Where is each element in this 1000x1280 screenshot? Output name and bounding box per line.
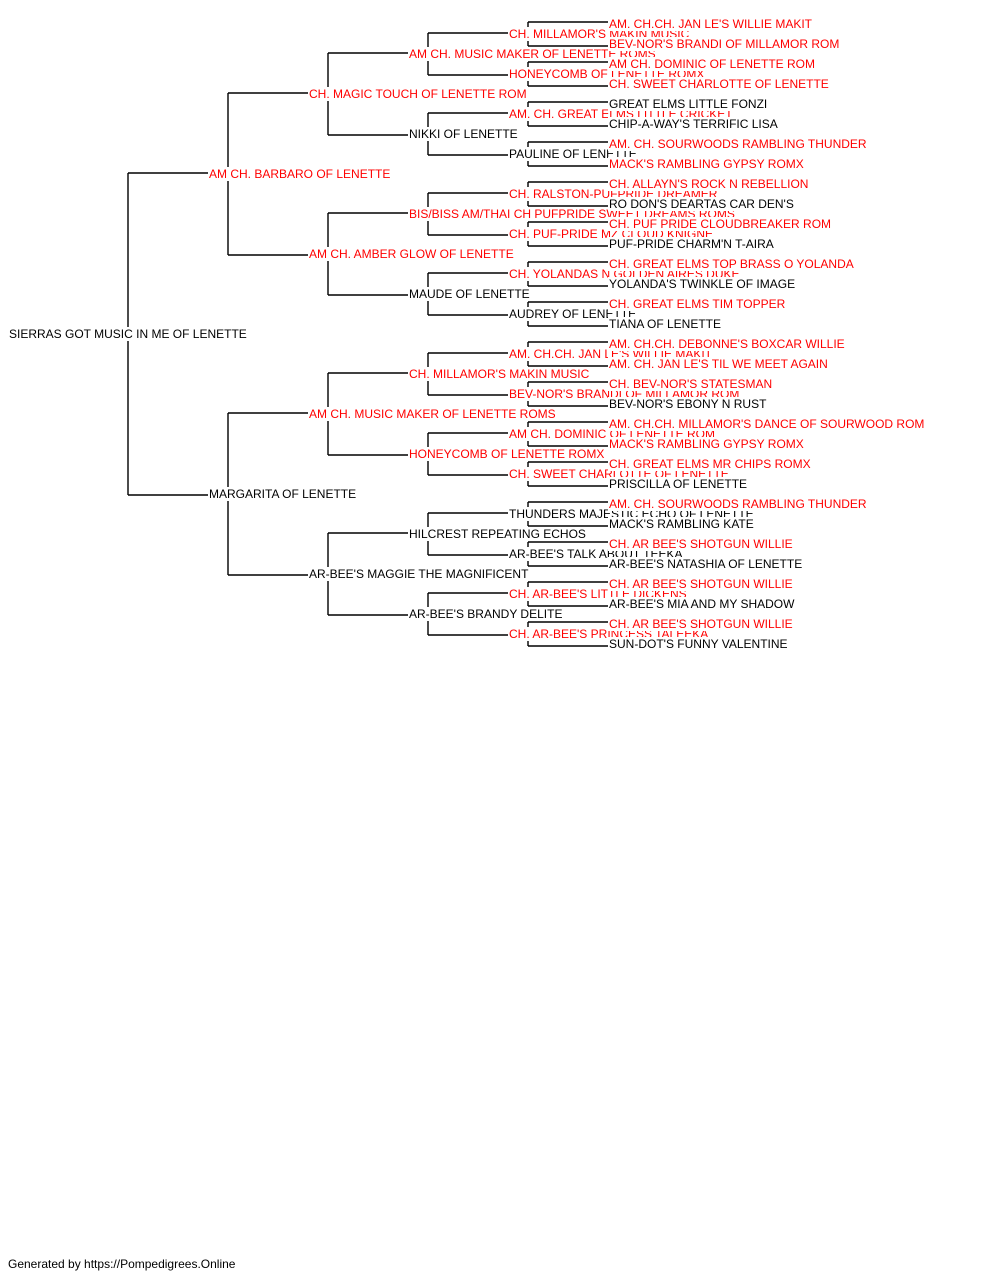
pedigree-entry-sire-dam-dam-dam-dam: TIANA OF LENETTE	[608, 317, 723, 331]
pedigree-entry-sire-sire-sire-dam-sire: AM CH. DOMINIC OF LENETTE ROM	[608, 57, 817, 71]
pedigree-entry-sire-sire-dam-sire-sire: GREAT ELMS LITTLE FONZI	[608, 97, 769, 111]
pedigree-entry-dam-dam-dam: AR-BEE'S BRANDY DELITE	[408, 607, 564, 621]
pedigree-entry-sire-dam-dam-sire-dam: YOLANDA'S TWINKLE OF IMAGE	[608, 277, 797, 291]
pedigree-entry-sire-sire-dam-dam-dam: MACK'S RAMBLING GYPSY ROMX	[608, 157, 805, 171]
pedigree-entry-: SIERRAS GOT MUSIC IN ME OF LENETTE	[8, 327, 248, 341]
pedigree-entry-sire-dam-dam-sire-sire: CH. GREAT ELMS TOP BRASS O YOLANDA	[608, 257, 855, 271]
pedigree-entry-dam-sire-sire: CH. MILLAMOR'S MAKIN MUSIC	[408, 367, 591, 381]
pedigree-entry-dam-dam-sire: HILCREST REPEATING ECHOS	[408, 527, 587, 541]
pedigree-entry-dam-sire-dam: HONEYCOMB OF LENETTE ROMX	[408, 447, 606, 461]
pedigree-entry-dam-sire-dam-sire-sire: AM. CH.CH. MILLAMOR'S DANCE OF SOURWOOD …	[608, 417, 926, 431]
pedigree-entry-sire-dam-dam: MAUDE OF LENETTE	[408, 287, 531, 301]
pedigree-entry-dam-sire-sire-dam-dam: BEV-NOR'S EBONY N RUST	[608, 397, 768, 411]
pedigree-entry-sire-sire-dam-sire-dam: CHIP-A-WAY'S TERRIFIC LISA	[608, 117, 779, 131]
pedigree-entry-sire-dam-sire-sire-dam: RO DON'S DEARTAS CAR DEN'S	[608, 197, 795, 211]
pedigree-entry-sire-sire: CH. MAGIC TOUCH OF LENETTE ROM	[308, 87, 528, 101]
pedigree-entry-sire-dam-sire-sire-sire: CH. ALLAYN'S ROCK N REBELLION	[608, 177, 810, 191]
pedigree-entry-dam-dam-sire-sire-dam: MACK'S RAMBLING KATE	[608, 517, 755, 531]
pedigree-entry-sire-sire-sire-sire-sire: AM. CH.CH. JAN LE'S WILLIE MAKIT	[608, 17, 813, 31]
pedigree-entry-sire-sire-sire-sire-dam: BEV-NOR'S BRANDI OF MILLAMOR ROM	[608, 37, 841, 51]
pedigree-entry-dam-sire-dam-sire-dam: MACK'S RAMBLING GYPSY ROMX	[608, 437, 805, 451]
pedigree-entry-sire-dam-dam-dam-sire: CH. GREAT ELMS TIM TOPPER	[608, 297, 787, 311]
pedigree-entry-sire-dam-sire-dam-dam: PUF-PRIDE CHARM'N T-AIRA	[608, 237, 775, 251]
pedigree-entry-dam-sire-dam-dam-sire: CH. GREAT ELMS MR CHIPS ROMX	[608, 457, 812, 471]
pedigree-entry-sire-dam-dam-dam: AUDREY OF LENETTE	[508, 307, 638, 321]
pedigree-entry-dam-sire-sire-dam-sire: CH. BEV-NOR'S STATESMAN	[608, 377, 774, 391]
pedigree-entry-dam-dam: AR-BEE'S MAGGIE THE MAGNIFICENT	[308, 567, 530, 581]
generated-by-footer: Generated by https://Pompedigrees.Online	[8, 1257, 236, 1271]
pedigree-entry-dam-dam-sire-dam-dam: AR-BEE'S NATASHIA OF LENETTE	[608, 557, 804, 571]
pedigree-entry-sire-sire-dam-dam-sire: AM. CH. SOURWOODS RAMBLING THUNDER	[608, 137, 868, 151]
pedigree-entry-dam-sire-sire-sire-sire: AM. CH.CH. DEBONNE'S BOXCAR WILLIE	[608, 337, 846, 351]
pedigree-entry-sire-sire-sire-dam-dam: CH. SWEET CHARLOTTE OF LENETTE	[608, 77, 830, 91]
pedigree-entry-dam-sire-dam-dam-dam: PRISCILLA OF LENETTE	[608, 477, 749, 491]
pedigree-entry-dam-dam-dam-sire-dam: AR-BEE'S MIA AND MY SHADOW	[608, 597, 796, 611]
pedigree-entry-sire-sire-dam: NIKKI OF LENETTE	[408, 127, 519, 141]
pedigree-entry-dam-dam-dam-dam-dam: SUN-DOT'S FUNNY VALENTINE	[608, 637, 789, 651]
pedigree-entry-dam-dam-sire-dam-sire: CH. AR BEE'S SHOTGUN WILLIE	[608, 537, 794, 551]
pedigree-entry-dam-sire-sire-sire-dam: AM. CH. JAN LE'S TIL WE MEET AGAIN	[608, 357, 829, 371]
pedigree-entry-dam-dam-dam-dam-sire: CH. AR BEE'S SHOTGUN WILLIE	[608, 617, 794, 631]
pedigree-entry-sire-dam: AM CH. AMBER GLOW OF LENETTE	[308, 247, 515, 261]
pedigree-entry-sire-sire-sire: AM CH. MUSIC MAKER OF LENETTE ROMS	[408, 47, 657, 61]
pedigree-entry-dam-sire: AM CH. MUSIC MAKER OF LENETTE ROMS	[308, 407, 557, 421]
pedigree-entry-dam: MARGARITA OF LENETTE	[208, 487, 358, 501]
pedigree-entry-sire-sire-dam-dam: PAULINE OF LENETTE	[508, 147, 638, 161]
pedigree-entry-dam-dam-sire-sire-sire: AM. CH. SOURWOODS RAMBLING THUNDER	[608, 497, 868, 511]
pedigree-entry-sire-dam-sire-dam-sire: CH. PUF PRIDE CLOUDBREAKER ROM	[608, 217, 833, 231]
pedigree-entry-sire: AM CH. BARBARO OF LENETTE	[208, 167, 392, 181]
pedigree-entry-dam-dam-dam-sire-sire: CH. AR BEE'S SHOTGUN WILLIE	[608, 577, 794, 591]
